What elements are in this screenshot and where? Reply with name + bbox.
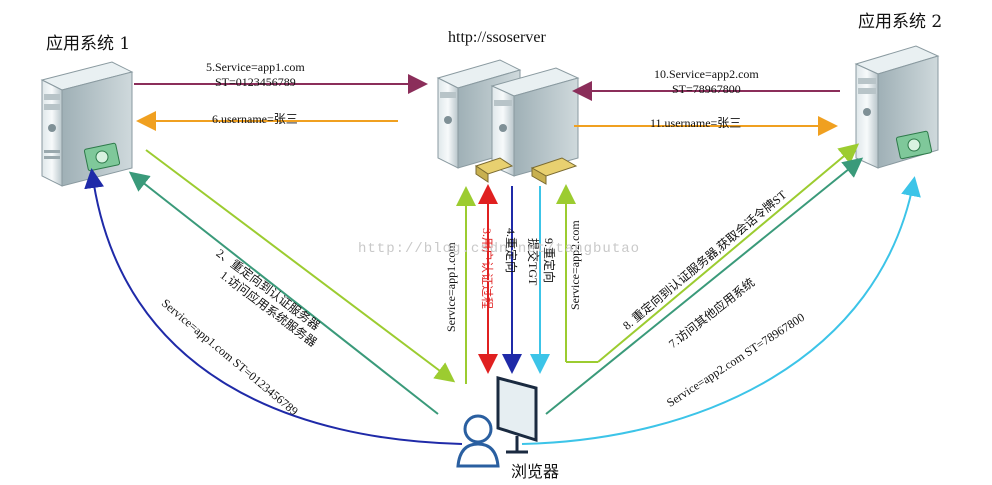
- browser-user-icon: [456, 414, 500, 468]
- watermark-text: http://blog.csdn.net/tangbutao: [358, 241, 641, 257]
- label-step10: 10.Service=app2.com ST=78967800: [654, 67, 759, 97]
- browser-title: 浏览器: [511, 462, 560, 481]
- label-step5-line2: ST=0123456789: [214, 75, 296, 89]
- sso-title: http://ssoserver: [448, 29, 546, 46]
- arrow-right-curve: [521, 176, 921, 445]
- label-step5: 5.Service=app1.com ST=0123456789: [206, 60, 305, 90]
- app1-ticket-icon: [83, 142, 121, 172]
- label-step10-line1: 10.Service=app2.com: [654, 67, 759, 81]
- app2-title: 应用系统 2: [858, 12, 943, 32]
- arrow-step1: [128, 171, 439, 415]
- label-step6: 6.username=张三: [212, 112, 298, 126]
- label-service-app2: Service=app2.com: [568, 220, 582, 310]
- arrow-left-curve: [84, 168, 463, 445]
- label-step5-line1: 5.Service=app1.com: [206, 60, 305, 74]
- arrow-step7: [545, 157, 864, 415]
- sso-server-front-icon: [490, 67, 580, 177]
- app2-ticket-icon: [895, 130, 933, 160]
- app1-title: 应用系统 1: [46, 34, 131, 54]
- label-step11: 11.username=张三: [650, 116, 742, 130]
- browser-monitor-icon: [496, 376, 538, 454]
- sso-card-reader-icon: [474, 157, 578, 185]
- arrow-step8: [597, 143, 860, 363]
- label-step10-line2: ST=78967800: [671, 82, 741, 96]
- arrow-step2: [145, 149, 456, 383]
- app1-server-icon: [40, 61, 134, 187]
